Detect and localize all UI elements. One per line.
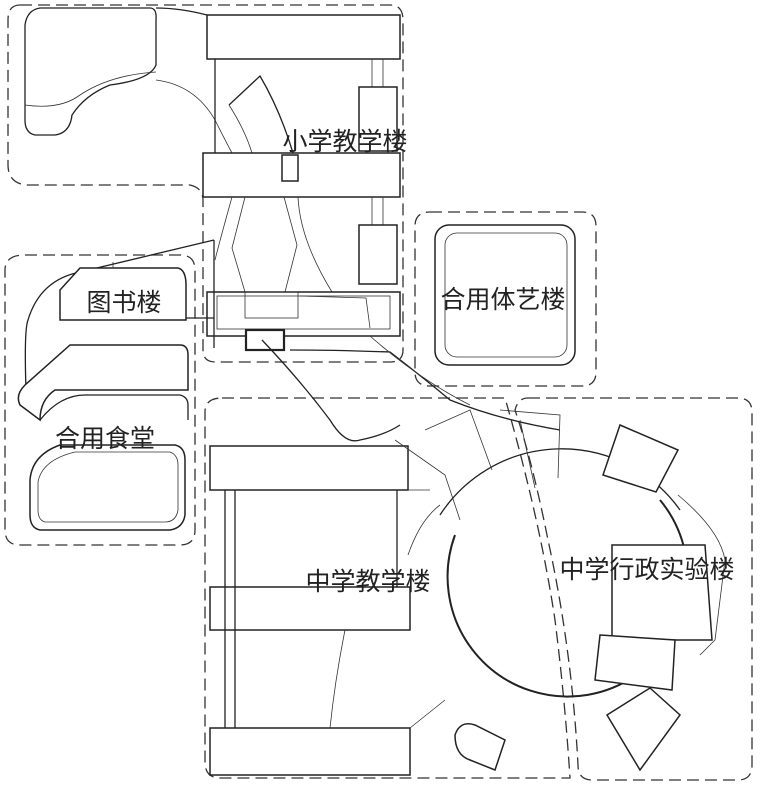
label-library: 图书楼 <box>86 288 162 317</box>
zone-primary <box>7 4 404 363</box>
label-middle-teaching: 中学教学楼 <box>305 567 431 596</box>
zone-sports <box>414 211 597 387</box>
label-canteen: 合用食堂 <box>54 424 156 453</box>
label-sports-arts: 合用体艺楼 <box>440 285 566 314</box>
label-primary-teaching: 小学教学楼 <box>282 127 408 156</box>
zone-library-canteen <box>4 254 196 546</box>
label-middle-admin-lab: 中学行政实验楼 <box>559 555 735 584</box>
zone-middle-teaching <box>204 397 571 779</box>
zone-admin-lab <box>514 397 753 781</box>
